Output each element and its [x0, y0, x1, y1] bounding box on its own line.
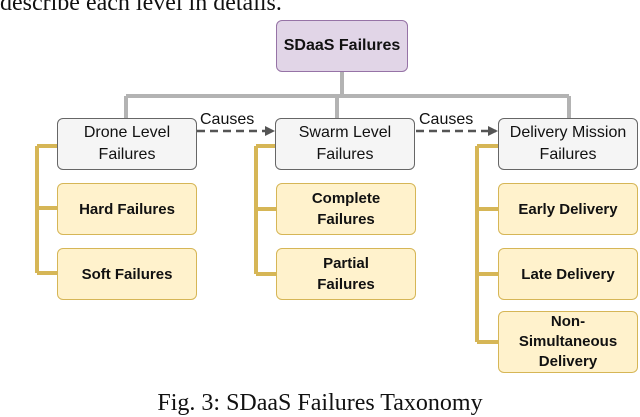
leaf-node-hard-failures: Hard Failures [57, 183, 197, 235]
leaf-node-non-simultaneous-delivery: Non- Simultaneous Delivery [498, 311, 638, 373]
leaf-node-late-delivery: Late Delivery [498, 248, 638, 300]
root-to-levels-connector [124, 72, 571, 118]
figure-caption: Fig. 3: SDaaS Failures Taxonomy [157, 390, 483, 416]
root-node-sdaas-failures: SDaaS Failures [276, 20, 408, 72]
level-node-delivery-mission: Delivery Mission Failures [498, 118, 638, 170]
level-node-drone: Drone Level Failures [57, 118, 197, 170]
leaf-node-soft-failures: Soft Failures [57, 248, 197, 300]
leaf-node-partial-failures: Partial Failures [276, 248, 416, 300]
drone-level-children-connector [35, 144, 57, 275]
swarm-level-children-connector [254, 144, 276, 276]
leaf-node-complete-failures: Complete Failures [276, 183, 416, 235]
connector-layer [35, 72, 571, 344]
top-caption-text: describe each level in details. [0, 0, 282, 16]
causes-label-swarm-to-delivery: Causes [418, 111, 475, 129]
level-node-swarm: Swarm Level Failures [275, 118, 415, 170]
leaf-node-early-delivery: Early Delivery [498, 183, 638, 235]
causes-label-drone-to-swarm: Causes [199, 111, 256, 129]
delivery-mission-children-connector [475, 144, 498, 344]
